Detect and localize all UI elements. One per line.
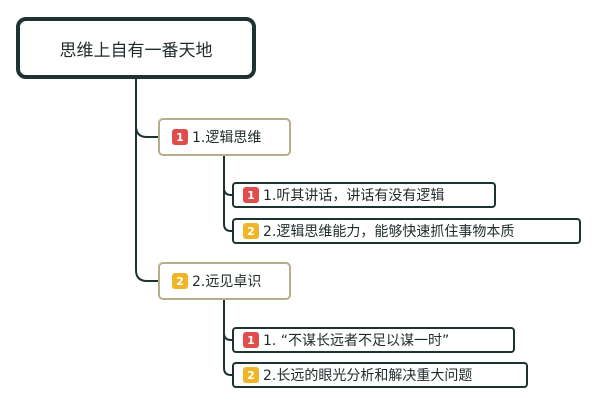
- priority-2-icon: 2: [243, 367, 259, 383]
- connector-branch-1-to-leaf-2: [223, 156, 232, 232]
- subtopic-listen-speech[interactable]: 1 1.听其讲话，讲话有没有逻辑: [232, 182, 496, 208]
- priority-1-icon: 1: [243, 187, 259, 203]
- root-topic-label: 思维上自有一番天地: [59, 40, 213, 61]
- branch-foresight[interactable]: 2 2.远见卓识: [158, 262, 291, 300]
- subtopic-long-term-quote[interactable]: 1 1. “不谋长远者不足以谋一时”: [232, 327, 515, 353]
- priority-1-icon: 1: [172, 129, 188, 145]
- subtopic-label: 1.听其讲话，讲话有没有逻辑: [263, 188, 445, 204]
- connector-branch-2-to-leaf-2: [223, 300, 232, 376]
- subtopic-label: 2.逻辑思维能力，能够快速抓住事物本质: [263, 224, 515, 240]
- branch-logical-thinking[interactable]: 1 1.逻辑思维: [158, 118, 291, 156]
- root-topic[interactable]: 思维上自有一番天地: [16, 17, 256, 79]
- branch-label: 1.逻辑思维: [192, 130, 262, 146]
- priority-2-icon: 2: [243, 223, 259, 239]
- connector-branch-1-to-leaf-1: [223, 156, 232, 196]
- connector-root-to-branch-2: [135, 79, 158, 282]
- subtopic-label: 1. “不谋长远者不足以谋一时”: [263, 333, 450, 349]
- connector-branch-2-to-leaf-1: [223, 300, 232, 341]
- branch-label: 2.远见卓识: [192, 274, 262, 290]
- connector-root-to-branch-1: [135, 79, 158, 138]
- subtopic-label: 2.长远的眼光分析和解决重大问题: [263, 368, 473, 384]
- priority-1-icon: 1: [243, 332, 259, 348]
- subtopic-long-term-vision[interactable]: 2 2.长远的眼光分析和解决重大问题: [232, 362, 528, 388]
- subtopic-grasp-essence[interactable]: 2 2.逻辑思维能力，能够快速抓住事物本质: [232, 218, 581, 244]
- priority-2-icon: 2: [172, 273, 188, 289]
